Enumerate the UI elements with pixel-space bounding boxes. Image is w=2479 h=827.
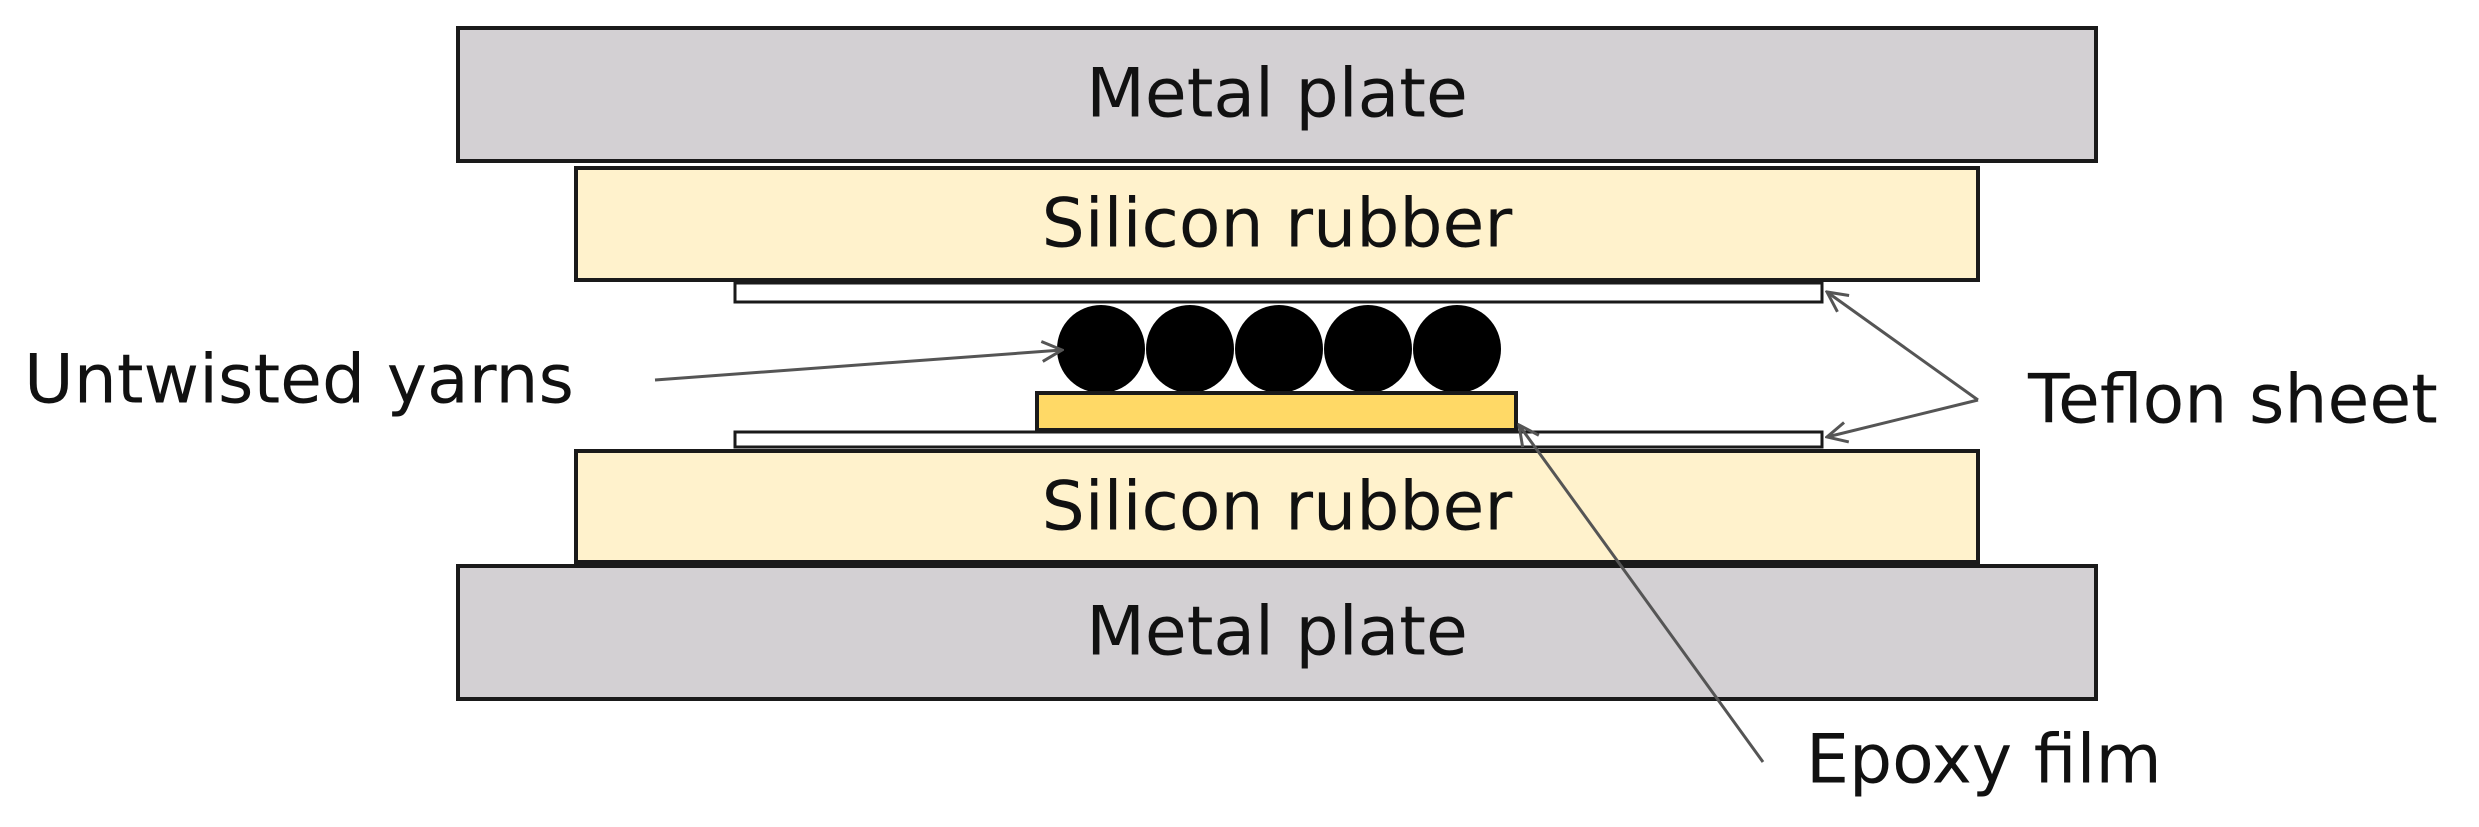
bottom-metal-plate-label: Metal plate [1086, 593, 1468, 672]
yarn-circle [1413, 305, 1501, 393]
yarn-circle [1146, 305, 1234, 393]
top-silicon-rubber [574, 166, 1980, 282]
bottom-teflon-sheet [733, 430, 1824, 449]
top-silicon-rubber-label: Silicon rubber [1042, 185, 1513, 264]
yarn-circle [1324, 305, 1412, 393]
top-metal-plate [456, 26, 2098, 163]
untwisted-yarns-group [1057, 305, 1501, 393]
epoxy-film-arrow [1519, 425, 1765, 763]
bottom-metal-plate [456, 564, 2098, 701]
untwisted-yarns-label: Untwisted yarns [24, 341, 574, 420]
untwisted-yarns-arrow [654, 350, 1062, 382]
teflon-sheet-arrow-top [1827, 292, 1979, 402]
epoxy-film-label: Epoxy film [1806, 721, 2162, 800]
yarn-circle [1057, 305, 1145, 393]
teflon-sheet-arrow-bottom [1827, 398, 1979, 437]
epoxy-film [1035, 391, 1518, 432]
yarn-circle [1235, 305, 1323, 393]
top-teflon-sheet [733, 281, 1824, 304]
bottom-silicon-rubber [574, 449, 1980, 564]
top-metal-plate-label: Metal plate [1086, 55, 1468, 134]
bottom-silicon-rubber-label: Silicon rubber [1042, 468, 1513, 547]
teflon-sheet-label: Teflon sheet [2027, 361, 2438, 440]
